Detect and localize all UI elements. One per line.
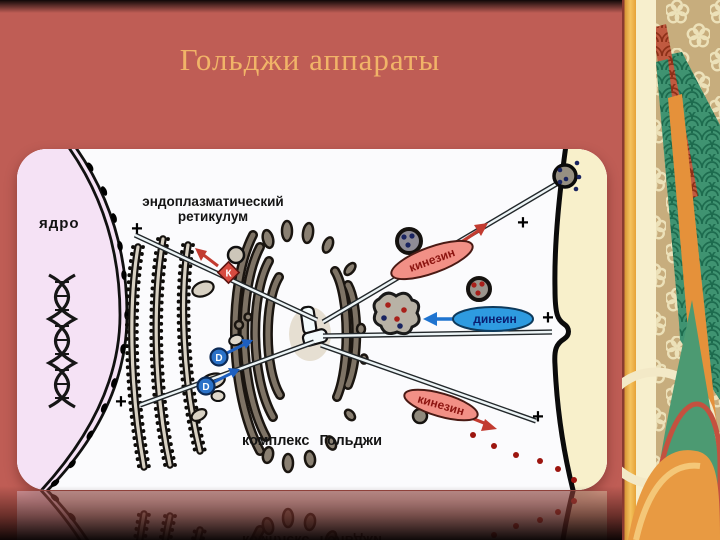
top-shadow-strip — [0, 0, 622, 13]
dynein-oval — [452, 306, 534, 332]
er-label-line2: ретикулум — [178, 209, 248, 224]
kinesin-upper: кинезин — [390, 223, 488, 281]
dna-helix — [45, 273, 79, 409]
cargo-dot-blue — [563, 176, 569, 182]
dynein-direction-arrow — [213, 370, 235, 384]
cargo-dot-red — [401, 307, 407, 313]
cargo-dot-blue — [397, 323, 403, 329]
plus-end: + — [131, 218, 143, 240]
exocytosis-vesicle — [552, 160, 582, 192]
cargo-dot-blue — [401, 234, 407, 240]
border-orange-drape — [628, 450, 720, 540]
image-reflection — [17, 491, 607, 540]
secreted-dot-blue — [576, 174, 582, 180]
kinesin-initial-label: К — [225, 269, 232, 280]
sorting-endosome — [372, 291, 421, 336]
kinesin-oval — [403, 388, 479, 422]
golgi-vesicles — [233, 219, 369, 474]
dynein-circle — [209, 347, 229, 367]
cargo-dot-blue — [381, 315, 387, 321]
dynein-carrier: динеин — [423, 276, 534, 332]
golgi-diagram-root: ядро — [17, 149, 607, 490]
arrowhead — [423, 312, 437, 326]
secreted-dot-blue — [573, 186, 579, 192]
kinesin-oval — [390, 239, 474, 281]
golgi-label: комплекс Гольджи — [242, 433, 382, 449]
nucleus: ядро — [17, 149, 130, 490]
dynein-initial-label: D — [202, 382, 209, 393]
transport-vesicle — [210, 390, 226, 402]
extracellular-space — [554, 149, 607, 490]
arrowhead — [481, 419, 497, 431]
slide-title: Гольджи аппараты — [179, 42, 441, 77]
endoplasmic-reticulum: эндоплазматический ретикулум — [124, 194, 284, 471]
cargo-dot-blue — [557, 167, 563, 173]
dynein-label: динеин — [473, 312, 517, 326]
cargo-vesicle — [466, 276, 492, 302]
ribosome-studs — [124, 237, 207, 469]
plus-end: + — [115, 391, 127, 413]
arrowhead — [228, 368, 240, 378]
border-maroon-edge — [622, 0, 625, 540]
secreted-dot-blue — [574, 160, 580, 166]
cargo-dot-red — [471, 282, 477, 288]
cargo-dot-blue — [405, 242, 411, 248]
border-orange-highlight — [633, 462, 701, 540]
cargo-dot-red — [394, 316, 400, 322]
border-gold-stripe — [622, 0, 636, 540]
cargo-vesicle — [395, 227, 423, 255]
plus-end: + — [542, 307, 554, 329]
transport-vesicle — [228, 333, 244, 347]
nuclear-pores — [50, 162, 130, 487]
plus-end: + — [517, 212, 529, 234]
cargo-dot-red — [479, 281, 485, 287]
dynein-motors-d: D D — [196, 333, 253, 402]
arrowhead — [195, 248, 207, 261]
border-flower-corner — [682, 0, 720, 118]
nuclear-envelope-inner — [39, 149, 122, 490]
cargo-dot-blue — [409, 233, 415, 239]
cargo-dot-red — [475, 290, 481, 296]
border-cream-stripe — [636, 0, 656, 540]
decorative-border — [595, 0, 720, 540]
arrowhead — [241, 339, 253, 349]
dynein-direction-arrow — [226, 341, 248, 355]
endosome-body — [372, 291, 421, 336]
dynein-initial-label: D — [215, 353, 222, 364]
arrowhead — [474, 223, 488, 236]
kinesin-diamond — [216, 260, 241, 285]
plasma-membrane — [552, 149, 576, 490]
secretion-dot-trail — [470, 432, 577, 483]
plus-end-markers: + + + + + — [115, 212, 554, 428]
kinesin-motor-k: К — [195, 245, 246, 285]
dynein-circle — [196, 376, 216, 396]
cargo-dot-red — [385, 302, 391, 308]
golgi-diagram-image: ядро — [17, 149, 607, 490]
er-cisternae-lumen — [130, 237, 202, 469]
plus-end: + — [532, 406, 544, 428]
nucleus-label: ядро — [39, 215, 80, 232]
transport-vesicle — [226, 245, 246, 265]
bottom-shadow-strip — [0, 486, 622, 540]
cargo-dot-blue — [557, 179, 563, 185]
fusing-vesicle — [552, 163, 578, 189]
er-label-line1: эндоплазматический — [142, 194, 283, 209]
